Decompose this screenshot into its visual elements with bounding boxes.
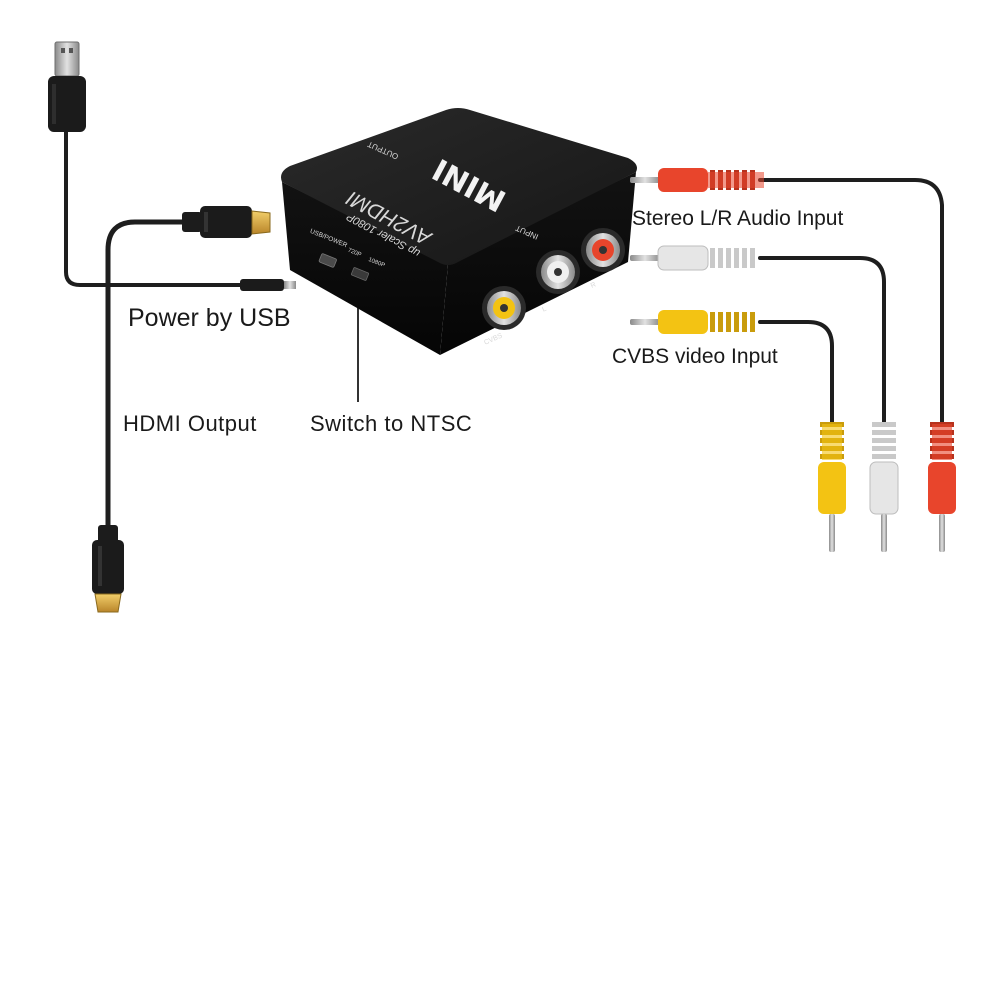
rca-plug-icon (928, 422, 956, 552)
rca-plug-icon (818, 422, 846, 552)
rca-plug-icon (630, 168, 764, 192)
red-rca-cable (758, 178, 944, 427)
stereo-audio-input-label: Stereo L/R Audio Input (632, 207, 843, 230)
l-port-label: L (541, 306, 548, 314)
mini-usb-plug-icon (240, 279, 296, 291)
device-left-face (282, 182, 448, 355)
switch-to-ntsc-label: Switch to NTSC (310, 411, 472, 436)
rca-plug-icon (869, 422, 899, 552)
cvbs-port (482, 286, 526, 330)
mini-usb-port (318, 253, 337, 268)
hdmi-plug-icon (92, 525, 124, 613)
usb-cable (64, 128, 247, 287)
av2hdmi-converter-device: MINI AV2HDMI up Scaler 1080P OUTPUT INPU… (281, 108, 637, 355)
hdmi-cable (105, 219, 203, 533)
r-port-label: R (590, 281, 597, 289)
audio-l-port (536, 250, 580, 294)
rca-plug-icon (630, 245, 755, 271)
cvbs-video-input-label: CVBS video Input (612, 345, 778, 368)
cvbs-port-label: CVBS (483, 332, 504, 346)
device-top-face (281, 108, 637, 265)
hdmi-plug-icon (182, 206, 271, 238)
white-rca-cable (758, 256, 886, 427)
res-720-label: 720P (347, 248, 362, 259)
yellow-rca-cable (758, 320, 834, 427)
resolution-switch (350, 267, 370, 281)
rca-plug-icon (630, 310, 755, 334)
hdmi-output-label: HDMI Output (123, 411, 257, 436)
power-by-usb-label: Power by USB (128, 304, 291, 332)
audio-r-port (581, 228, 625, 272)
usb-plug-icon (48, 41, 86, 132)
